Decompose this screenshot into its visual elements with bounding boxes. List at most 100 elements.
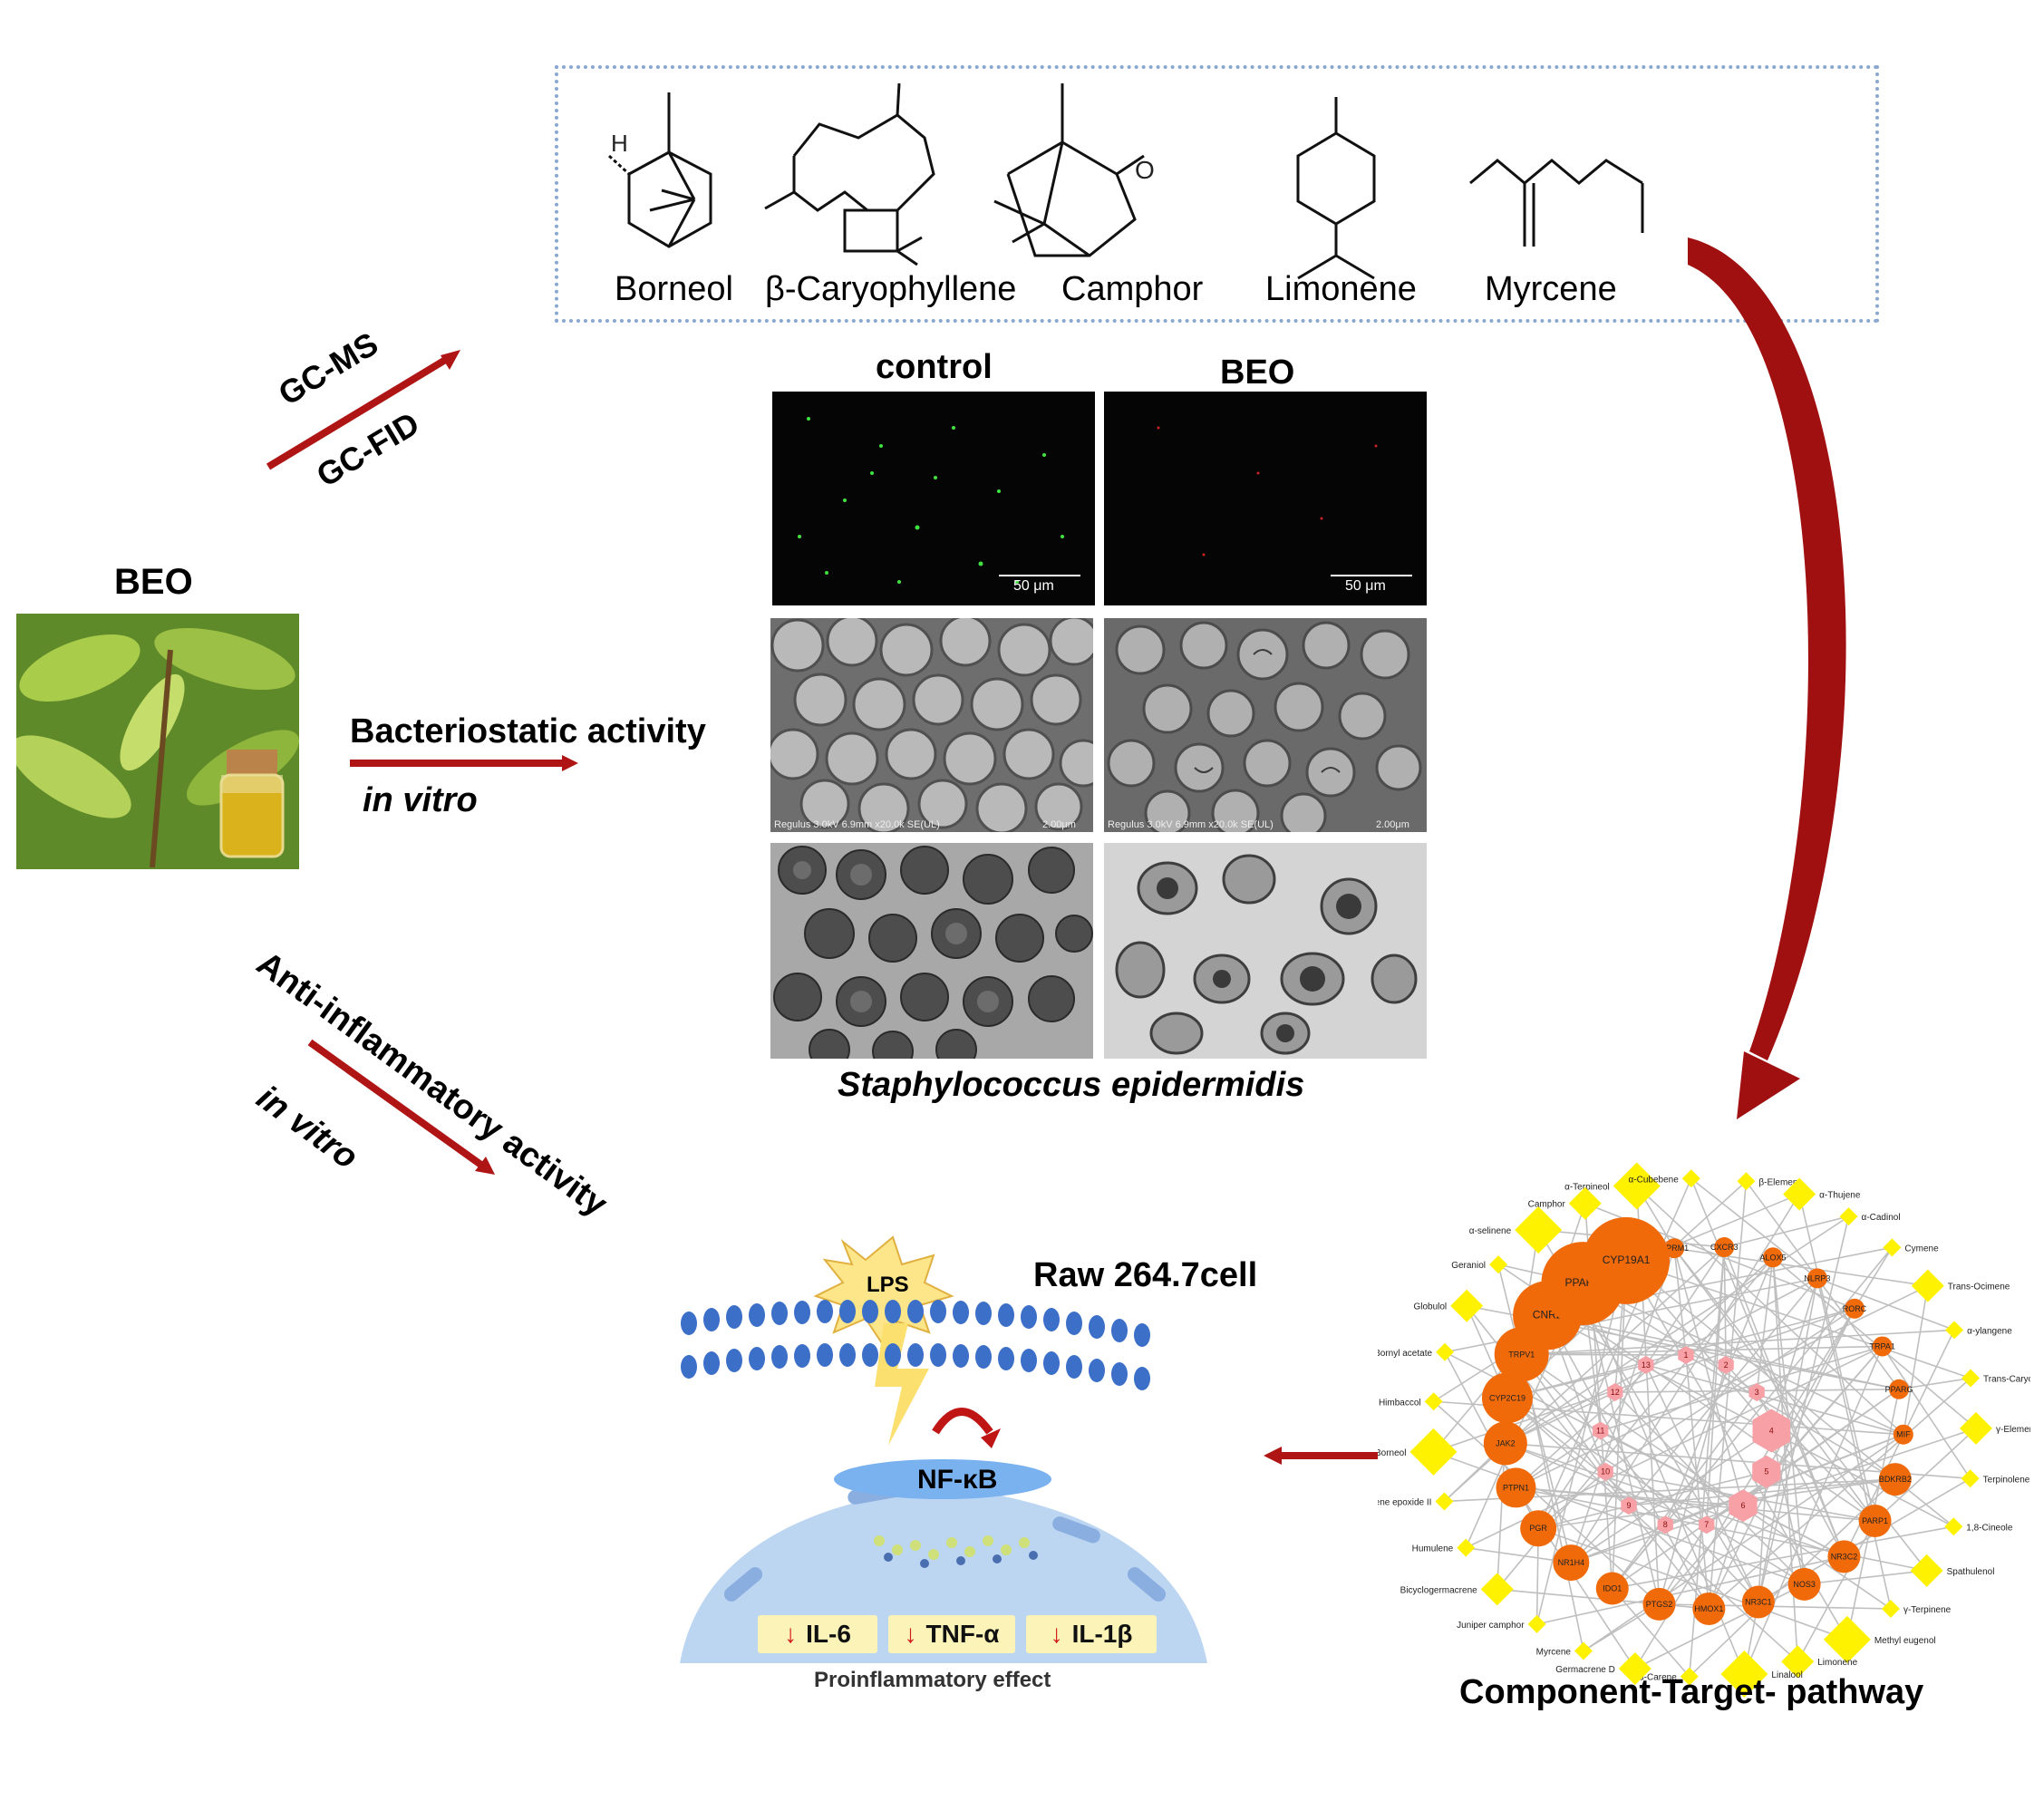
gc-arrow-head xyxy=(441,350,460,370)
limonene-structure xyxy=(1296,97,1376,280)
target-node-label: MIF xyxy=(1896,1430,1911,1439)
myrcene-structure xyxy=(1469,159,1644,247)
target-node: NR1H4 xyxy=(1553,1544,1590,1582)
target-node: NOS3 xyxy=(1787,1567,1821,1601)
target-node: RORC xyxy=(1843,1298,1867,1319)
component-node: α-Cadinol xyxy=(1839,1207,1901,1226)
component-node-label: Globulol xyxy=(1413,1302,1447,1312)
component-node: α-Thujene xyxy=(1783,1177,1861,1211)
target-node: PGR xyxy=(1520,1510,1557,1547)
beo-title: BEO xyxy=(114,562,193,602)
pathway-node: 13 xyxy=(1638,1355,1654,1374)
component-node: Trans-Ocimene xyxy=(1911,1269,2010,1302)
pathway-node: 8 xyxy=(1657,1515,1673,1534)
sem-scale-right: 2.00μm xyxy=(1376,819,1409,830)
curved-arrow xyxy=(1688,237,1846,1060)
component-node: Cymene xyxy=(1883,1238,1939,1257)
component-node-label: γ-Terpinene xyxy=(1903,1605,1952,1615)
component-node: Camphor xyxy=(1528,1186,1602,1220)
target-node: NR3C2 xyxy=(1827,1540,1861,1573)
cytokine-il1b: ↓ IL-1β xyxy=(1026,1615,1157,1653)
nfkb-oval xyxy=(834,1459,1051,1499)
camphor-structure xyxy=(993,83,1145,257)
target-node: HMOX1 xyxy=(1692,1592,1726,1625)
component-node-label: Cymene xyxy=(1904,1244,1939,1254)
component-node-label: Germacrene D xyxy=(1555,1665,1615,1675)
target-node: CXCR3 xyxy=(1710,1237,1739,1258)
component-node-label: Bicyclogermacrene xyxy=(1400,1585,1477,1595)
component-node-label: Trans-Caryophyllene xyxy=(1983,1375,2030,1385)
component-node-label: Trans-Ocimene xyxy=(1948,1283,2010,1292)
pathway-node-label: 12 xyxy=(1611,1388,1620,1397)
sem-beo-panel: Regulus 3.0kV 6.9mm x20.0k SE(UL) 2.00μm xyxy=(1104,618,1427,839)
target-node-label: PPARG xyxy=(1885,1385,1913,1394)
pathway-node-label: 6 xyxy=(1740,1501,1745,1510)
component-node: α-ylangene xyxy=(1945,1321,2012,1340)
compound-label-borneol: Borneol xyxy=(615,270,733,308)
component-node: Myrcene xyxy=(1536,1641,1593,1660)
pathway-node: 2 xyxy=(1718,1355,1734,1374)
component-node: γ-Elemene xyxy=(1959,1411,2030,1445)
component-node: Humulene xyxy=(1412,1538,1476,1557)
activation-arrow xyxy=(932,1408,993,1435)
target-node-label: JAK2 xyxy=(1496,1438,1516,1447)
membrane-bilayer xyxy=(681,1300,1150,1390)
pathway-node: 10 xyxy=(1597,1462,1613,1481)
cytokine-tnfa: ↓ TNF-α xyxy=(888,1615,1015,1653)
component-node: Globulol xyxy=(1413,1289,1484,1322)
component-node-label: Camphor xyxy=(1528,1200,1566,1210)
species-label: Staphylococcus epidermidis xyxy=(838,1066,1305,1104)
target-node-label: NR3C2 xyxy=(1831,1552,1858,1561)
target-node-label: NOS3 xyxy=(1793,1580,1816,1589)
pathway-node-label: 8 xyxy=(1663,1520,1668,1529)
tem-beo-cells xyxy=(1115,854,1418,1055)
tem-beo-panel xyxy=(1104,843,1427,1059)
target-node: PARP1 xyxy=(1858,1505,1892,1538)
target-node-label: PTGS2 xyxy=(1646,1600,1673,1609)
target-node-label: CYP2C19 xyxy=(1489,1393,1526,1402)
cytokine-il1b-label: IL-1β xyxy=(1071,1620,1133,1648)
component-node: Bornyl acetate xyxy=(1378,1342,1455,1361)
component-node: Spathulenol xyxy=(1910,1554,1995,1587)
component-node-label: Spathulenol xyxy=(1947,1567,1995,1577)
svg-text:O: O xyxy=(1135,156,1155,184)
component-node-label: 3-Carene xyxy=(1639,1673,1677,1683)
component-node-label: α-Cubebene xyxy=(1629,1175,1680,1185)
beo-plant-photo xyxy=(16,614,299,869)
component-node: Himbaccol xyxy=(1379,1392,1443,1411)
target-node-label: HMOX1 xyxy=(1694,1604,1723,1613)
target-node-label: PTPN1 xyxy=(1503,1483,1529,1492)
target-node: OPRM1 xyxy=(1660,1238,1689,1259)
sem-control-cells xyxy=(767,615,1108,835)
gc-arrow-line xyxy=(266,353,454,470)
cytokine-il6-label: IL-6 xyxy=(806,1620,851,1648)
target-node-label: CXCR3 xyxy=(1710,1243,1739,1252)
target-node: CYP2C19 xyxy=(1481,1372,1533,1424)
target-node-label: ALOX5 xyxy=(1759,1253,1786,1262)
component-node-label: Humulene xyxy=(1412,1544,1454,1554)
target-node: TRPA1 xyxy=(1870,1336,1895,1357)
component-node-label: Geraniol xyxy=(1451,1261,1486,1271)
component-node-label: γ-Elemene xyxy=(1996,1425,2030,1435)
component-node-label: α-Terpineol xyxy=(1564,1183,1610,1193)
compound-structures-box: H O Borneol β-Caryophyllene Camphor Limo… xyxy=(555,65,1879,323)
component-node-label: Himbaccol xyxy=(1379,1398,1421,1408)
target-node-label: NR3C1 xyxy=(1745,1597,1772,1606)
pathway-node: 4 xyxy=(1752,1409,1791,1453)
target-node-label: TRPV1 xyxy=(1508,1350,1535,1359)
pathway-node: 6 xyxy=(1729,1489,1758,1523)
scale-bar-right xyxy=(1331,575,1412,576)
target-node: IDO1 xyxy=(1595,1572,1629,1605)
down-arrow-icon: ↓ xyxy=(904,1620,917,1648)
component-node-label: Juniper camphor xyxy=(1457,1621,1525,1631)
component-node: Bicyclogermacrene xyxy=(1400,1573,1514,1606)
curved-arrow-head xyxy=(1737,1051,1800,1119)
tem-control-panel xyxy=(770,843,1093,1072)
tem-control-cells xyxy=(773,846,1093,1072)
target-node: MIF xyxy=(1893,1424,1913,1445)
component-node: Geraniol xyxy=(1451,1255,1508,1274)
cytokine-tnfa-label: TNF-α xyxy=(925,1620,1000,1648)
component-node: Trans-Caryophyllene xyxy=(1961,1369,2030,1388)
sem-control-panel: Regulus 3.0kV 6.9mm x20.0k SE(UL) 2.00μm xyxy=(767,615,1108,835)
target-node: NR3C1 xyxy=(1741,1585,1775,1619)
